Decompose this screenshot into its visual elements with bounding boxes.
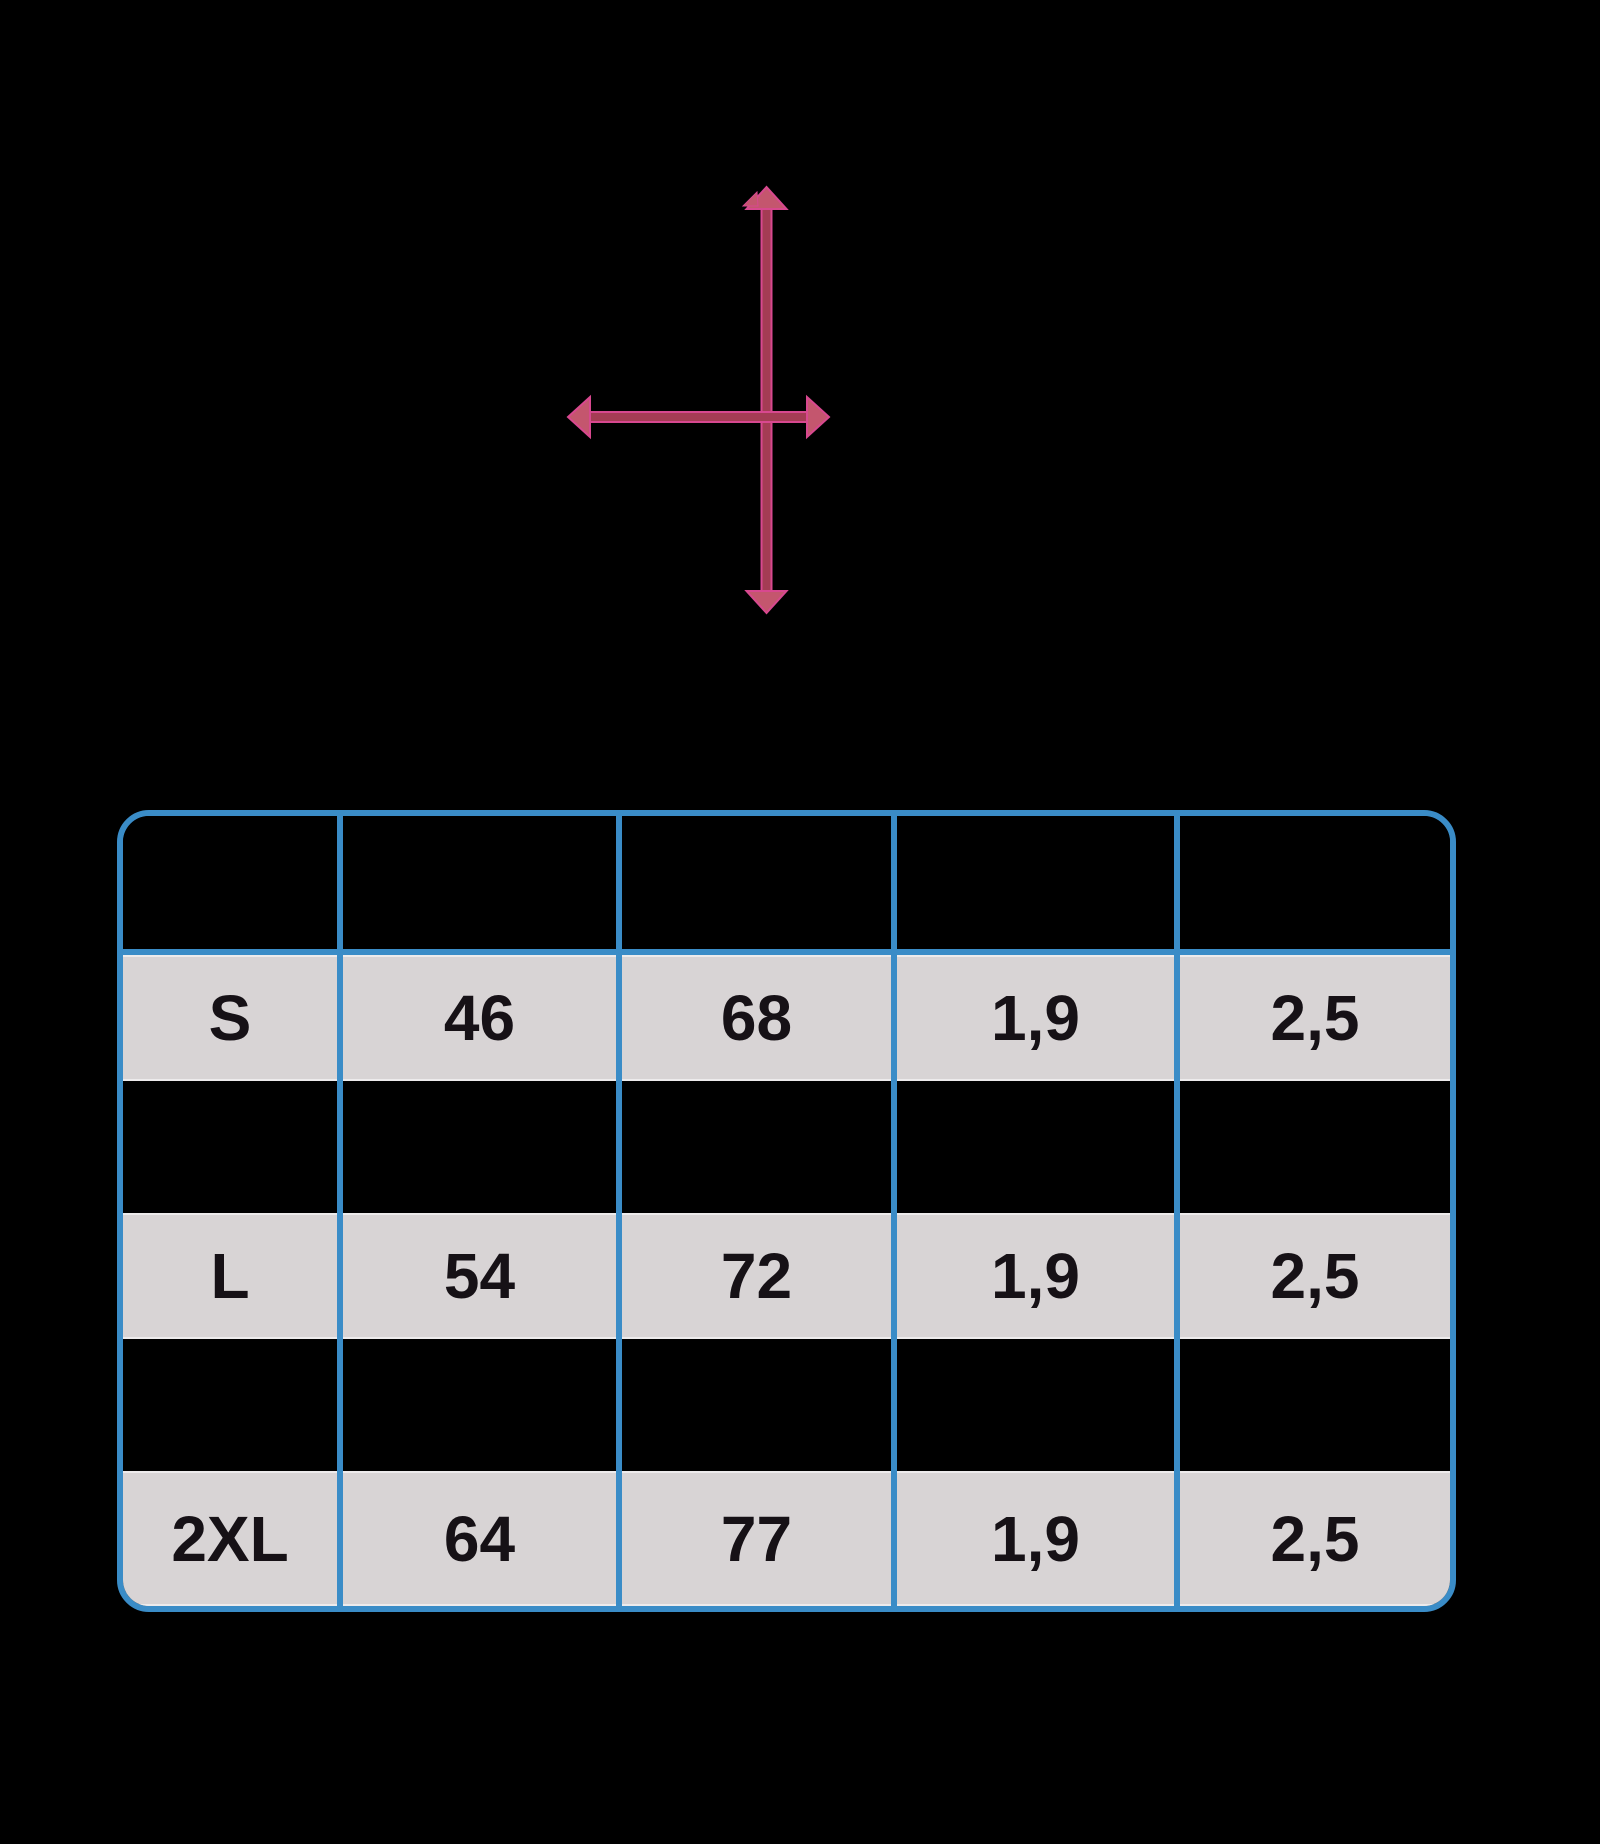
value-cell: 64 [443, 1502, 516, 1575]
column-divider [1174, 1213, 1180, 1339]
table-row-s: S 46 68 1,9 2,5 [123, 955, 1450, 1081]
column-divider [1174, 1471, 1180, 1606]
value-cell: 1,9 [991, 1502, 1080, 1575]
column-divider [616, 1339, 622, 1471]
table-row-blank [123, 1339, 1450, 1471]
column-divider [337, 1471, 343, 1606]
value-cell [622, 1081, 891, 1213]
header-cell [897, 816, 1174, 949]
header-cell [622, 816, 891, 949]
table-row-2xl: 2XL 64 77 1,9 2,5 [123, 1471, 1450, 1606]
column-divider [616, 1213, 622, 1339]
size-label [123, 1081, 337, 1213]
column-divider [1174, 1339, 1180, 1471]
value-cell: 77 [720, 1502, 793, 1575]
value-cell [343, 1081, 616, 1213]
table-row-blank [123, 1081, 1450, 1213]
table-header-row [123, 816, 1450, 949]
header-divider [123, 949, 1450, 955]
column-divider [616, 1471, 622, 1606]
size-label [123, 1339, 337, 1471]
column-divider [1174, 1081, 1180, 1213]
length-arrow-shaft [760, 204, 773, 596]
value-cell: 1,9 [991, 1240, 1080, 1312]
size-label: L [210, 1240, 250, 1312]
column-divider [1174, 955, 1180, 1081]
column-divider [337, 816, 343, 949]
value-cell [897, 1081, 1174, 1213]
size-label: S [208, 982, 252, 1054]
value-cell: 2,5 [1270, 982, 1360, 1054]
value-cell: 72 [720, 1240, 793, 1312]
value-cell: 2,5 [1270, 1502, 1360, 1575]
table-row-l: L 54 72 1,9 2,5 [123, 1213, 1450, 1339]
arrow-fleck-icon [741, 190, 759, 207]
header-cell [343, 816, 616, 949]
arrow-left-head-icon [566, 394, 591, 440]
column-divider [891, 1471, 897, 1606]
column-divider [337, 1081, 343, 1213]
value-cell [1180, 1081, 1450, 1213]
arrow-right-head-icon [806, 394, 831, 440]
value-cell: 1,9 [991, 982, 1080, 1054]
column-divider [337, 1213, 343, 1339]
size-label: 2XL [171, 1502, 289, 1575]
column-divider [1174, 816, 1180, 949]
column-divider [616, 955, 622, 1081]
value-cell: 46 [443, 982, 516, 1054]
header-cell [1180, 816, 1450, 949]
arrow-down-head-icon [744, 590, 789, 615]
column-divider [616, 816, 622, 949]
column-divider [891, 955, 897, 1081]
value-cell: 54 [443, 1240, 516, 1312]
column-divider [891, 1213, 897, 1339]
width-arrow [566, 394, 831, 440]
value-cell [622, 1339, 891, 1471]
value-cell [1180, 1339, 1450, 1471]
value-cell: 68 [720, 982, 793, 1054]
value-cell [897, 1339, 1174, 1471]
column-divider [337, 955, 343, 1081]
length-arrow [741, 185, 789, 615]
column-divider [616, 1081, 622, 1213]
value-cell: 2,5 [1270, 1240, 1360, 1312]
column-divider [891, 1339, 897, 1471]
column-divider [891, 816, 897, 949]
header-cell [123, 816, 337, 949]
column-divider [891, 1081, 897, 1213]
column-divider [337, 1339, 343, 1471]
value-cell [343, 1339, 616, 1471]
width-arrow-shaft [585, 411, 811, 423]
size-table: S 46 68 1,9 2,5 L 54 72 [117, 810, 1456, 1612]
